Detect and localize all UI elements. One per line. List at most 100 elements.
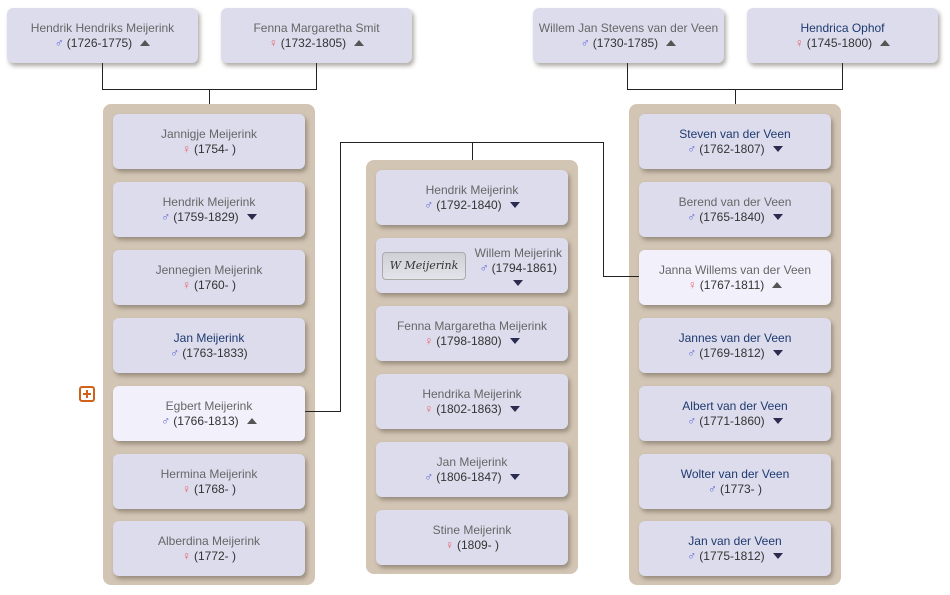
male-icon: ♂ xyxy=(687,141,697,156)
connector-line xyxy=(603,142,604,277)
expand-down-icon[interactable] xyxy=(509,406,520,412)
person-name[interactable]: Fenna Margaretha Smit xyxy=(253,20,380,35)
connector-line xyxy=(102,63,103,89)
person-name[interactable]: Jan van der Veen xyxy=(688,533,782,548)
person-name[interactable]: Jannes van der Veen xyxy=(678,330,792,345)
expand-down-icon[interactable] xyxy=(509,202,520,208)
person-name[interactable]: Wolter van der Veen xyxy=(680,466,790,481)
person-years: (1771-1860) xyxy=(699,413,765,428)
person-name[interactable]: Hendrica Ophof xyxy=(800,20,885,35)
collapse-up-icon[interactable] xyxy=(246,418,257,424)
female-icon: ♀ xyxy=(687,277,697,292)
person-name[interactable]: Hendrik Hendriks Meijerink xyxy=(30,20,175,35)
person-years: (1766-1813) xyxy=(173,413,239,428)
person-years: (1745-1800) xyxy=(806,35,873,50)
person-name[interactable]: Jennegien Meijerink xyxy=(155,262,263,277)
male-icon: ♂ xyxy=(161,209,171,224)
male-icon: ♂ xyxy=(687,548,697,563)
collapse-up-icon[interactable] xyxy=(140,40,151,46)
person-card[interactable]: Willem Jan Stevens van der Veen ♂(1730-1… xyxy=(533,8,724,63)
male-icon: ♂ xyxy=(687,209,697,224)
female-icon: ♀ xyxy=(424,401,434,416)
person-years: (1773- ) xyxy=(719,481,763,496)
person-name[interactable]: Stine Meijerink xyxy=(432,522,512,537)
person-name[interactable]: Hendrik Meijerink xyxy=(425,182,519,197)
person-card[interactable]: Fenna Margaretha Meijerink ♀(1798-1880) xyxy=(376,306,568,361)
person-name[interactable]: Egbert Meijerink xyxy=(165,398,253,413)
person-card[interactable]: Hendrica Ophof ♀(1745-1800) xyxy=(747,8,938,63)
collapse-up-icon[interactable] xyxy=(880,40,891,46)
person-card[interactable]: Hendrik Meijerink ♂(1792-1840) xyxy=(376,170,568,225)
connector-line xyxy=(627,63,628,89)
person-card[interactable]: Alberdina Meijerink ♀(1772- ) xyxy=(113,521,305,576)
female-icon: ♀ xyxy=(444,537,454,552)
person-card[interactable]: Steven van der Veen ♂(1762-1807) xyxy=(639,114,831,169)
collapse-up-icon[interactable] xyxy=(354,40,365,46)
person-card[interactable]: Albert van der Veen ♂(1771-1860) xyxy=(639,386,831,441)
connector-line xyxy=(735,89,736,104)
expand-down-icon[interactable] xyxy=(509,338,520,344)
male-icon: ♂ xyxy=(424,197,434,212)
person-name[interactable]: Jan Meijerink xyxy=(173,330,245,345)
person-name[interactable]: Jan Meijerink xyxy=(436,454,508,469)
person-card[interactable]: Hendrika Meijerink ♀(1802-1863) xyxy=(376,374,568,429)
collapse-up-icon[interactable] xyxy=(666,40,677,46)
person-years: (1730-1785) xyxy=(592,35,659,50)
person-years: (1769-1812) xyxy=(699,345,765,360)
person-card[interactable]: Wolter van der Veen ♂(1773- ) xyxy=(639,454,831,509)
expand-down-icon[interactable] xyxy=(246,214,257,220)
person-years: (1754- ) xyxy=(193,141,237,156)
expand-down-icon[interactable] xyxy=(772,146,783,152)
person-card-selected[interactable]: Janna Willems van der Veen ♀(1767-1811) xyxy=(639,250,831,305)
female-icon: ♀ xyxy=(268,35,278,50)
person-name[interactable]: Alberdina Meijerink xyxy=(157,533,261,548)
male-icon: ♂ xyxy=(580,35,590,50)
person-card[interactable]: Berend van der Veen ♂(1765-1840) xyxy=(639,182,831,237)
expand-down-icon[interactable] xyxy=(772,418,783,424)
person-card[interactable]: Hendrik Hendriks Meijerink ♂(1726-1775) xyxy=(7,8,198,63)
person-years: (1760- ) xyxy=(193,277,237,292)
person-name[interactable]: Albert van der Veen xyxy=(682,398,788,413)
person-card[interactable]: Fenna Margaretha Smit ♀(1732-1805) xyxy=(221,8,412,63)
person-years: (1809- ) xyxy=(456,537,500,552)
person-name[interactable]: Fenna Margaretha Meijerink xyxy=(396,318,548,333)
person-card[interactable]: Jannigje Meijerink ♀(1754- ) xyxy=(113,114,305,169)
male-icon: ♂ xyxy=(687,413,697,428)
person-name[interactable]: Willem Jan Stevens van der Veen xyxy=(538,20,719,35)
person-years: (1767-1811) xyxy=(699,277,765,292)
person-name[interactable]: Steven van der Veen xyxy=(679,126,791,141)
person-years: (1806-1847) xyxy=(436,469,502,484)
person-card[interactable]: Jan van der Veen ♂(1775-1812) xyxy=(639,521,831,576)
person-name[interactable]: Willem Meijerink xyxy=(474,245,562,260)
person-card[interactable]: Hendrik Meijerink ♂(1759-1829) xyxy=(113,182,305,237)
person-card[interactable]: Jan Meijerink ♂(1806-1847) xyxy=(376,442,568,497)
expand-down-icon[interactable] xyxy=(772,350,783,356)
expand-down-icon[interactable] xyxy=(513,279,524,286)
person-card[interactable]: Jannes van der Veen ♂(1769-1812) xyxy=(639,318,831,373)
person-years: (1772- ) xyxy=(193,548,237,563)
person-name[interactable]: Janna Willems van der Veen xyxy=(658,262,812,277)
person-name[interactable]: Hendrika Meijerink xyxy=(422,386,522,401)
person-years: (1798-1880) xyxy=(436,333,502,348)
expand-down-icon[interactable] xyxy=(772,553,783,559)
connector-line xyxy=(209,89,210,104)
children-group xyxy=(366,160,578,574)
person-card-selected[interactable]: Egbert Meijerink ♂(1766-1813) xyxy=(113,386,305,441)
person-name[interactable]: Hendrik Meijerink xyxy=(162,194,256,209)
collapse-up-icon[interactable] xyxy=(772,282,783,288)
plus-square-icon[interactable] xyxy=(79,386,95,402)
person-card[interactable]: Hermina Meijerink ♀(1768- ) xyxy=(113,454,305,509)
person-card[interactable]: Stine Meijerink ♀(1809- ) xyxy=(376,510,568,565)
person-years: (1726-1775) xyxy=(66,35,133,50)
person-card[interactable]: Jan Meijerink ♂(1763-1833) xyxy=(113,318,305,373)
person-name[interactable]: Jannigje Meijerink xyxy=(160,126,258,141)
person-years: (1765-1840) xyxy=(699,209,765,224)
person-card[interactable]: W Meijerink Willem Meijerink ♂(1794-1861… xyxy=(376,238,568,293)
expand-down-icon[interactable] xyxy=(772,214,783,220)
connector-line xyxy=(340,142,341,412)
expand-down-icon[interactable] xyxy=(509,474,520,480)
female-icon: ♀ xyxy=(181,141,191,156)
person-name[interactable]: Hermina Meijerink xyxy=(160,466,258,481)
person-name[interactable]: Berend van der Veen xyxy=(678,194,792,209)
person-card[interactable]: Jennegien Meijerink ♀(1760- ) xyxy=(113,250,305,305)
